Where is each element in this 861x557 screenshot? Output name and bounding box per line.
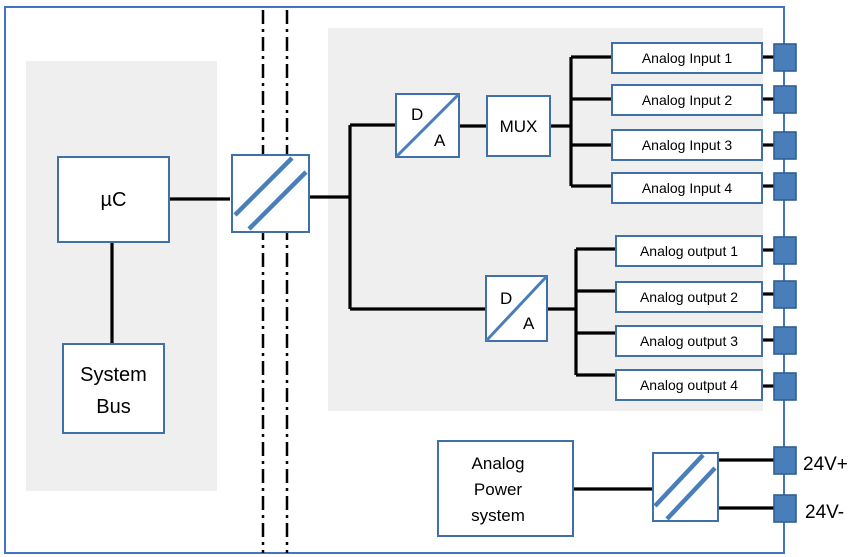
input-converter-d-label: D xyxy=(411,105,423,124)
system-bus-label-line2: Bus xyxy=(96,396,130,418)
terminal-icon xyxy=(773,131,797,160)
microcontroller-block: µC xyxy=(57,156,170,243)
input-converter-block: D A xyxy=(394,92,461,159)
output-converter-block: D A xyxy=(484,274,549,343)
analog-output-2: Analog output 2 xyxy=(615,281,763,313)
analog-output-2-label: Analog output 2 xyxy=(640,289,738,305)
wires xyxy=(110,55,774,510)
analog-output-4: Analog output 4 xyxy=(615,369,763,401)
power-isolator-icon xyxy=(652,452,719,522)
analog-input-2-label: Analog Input 2 xyxy=(642,92,733,108)
analog-output-1: Analog output 1 xyxy=(615,235,763,267)
analog-input-3-label: Analog Input 3 xyxy=(642,137,733,153)
analog-input-1: Analog Input 1 xyxy=(611,42,763,74)
analog-input-3: Analog Input 3 xyxy=(611,129,763,161)
analog-output-3: Analog output 3 xyxy=(615,325,763,357)
analog-power-label-line2: Power xyxy=(474,480,523,499)
analog-output-1-label: Analog output 1 xyxy=(640,243,738,259)
mux-label: MUX xyxy=(500,117,538,136)
terminal-icon xyxy=(773,280,797,309)
analog-power-label-line1: Analog xyxy=(472,454,525,473)
isolator-icon xyxy=(231,154,310,233)
analog-input-4: Analog Input 4 xyxy=(611,172,763,204)
analog-input-4-label: Analog Input 4 xyxy=(642,180,733,196)
analog-power-label-line3: system xyxy=(471,506,525,525)
microcontroller-label: µC xyxy=(101,189,127,211)
terminal-icon xyxy=(773,372,797,401)
analog-power-system-block: Analog Power system xyxy=(437,440,574,537)
output-converter-a-label: A xyxy=(523,314,535,333)
terminal-icon xyxy=(773,43,797,72)
terminal-icon xyxy=(773,172,797,201)
mux-block: MUX xyxy=(486,95,551,157)
terminal-icon xyxy=(773,494,797,523)
power-terminal-plus-label: 24V+ xyxy=(803,454,848,475)
analog-input-2: Analog Input 2 xyxy=(611,84,763,116)
analog-output-4-label: Analog output 4 xyxy=(640,377,738,393)
terminal-icon xyxy=(773,446,797,475)
terminal-icon xyxy=(773,85,797,114)
analog-input-1-label: Analog Input 1 xyxy=(642,50,733,66)
terminal-icon xyxy=(773,236,797,265)
output-converter-d-label: D xyxy=(500,289,512,308)
power-terminal-minus-label: 24V- xyxy=(805,502,844,523)
terminal-block xyxy=(773,43,797,523)
system-bus-label-line1: System xyxy=(80,364,147,386)
terminal-icon xyxy=(773,326,797,355)
input-converter-a-label: A xyxy=(434,131,446,150)
system-bus-block: System Bus xyxy=(62,343,165,434)
analog-output-3-label: Analog output 3 xyxy=(640,333,738,349)
